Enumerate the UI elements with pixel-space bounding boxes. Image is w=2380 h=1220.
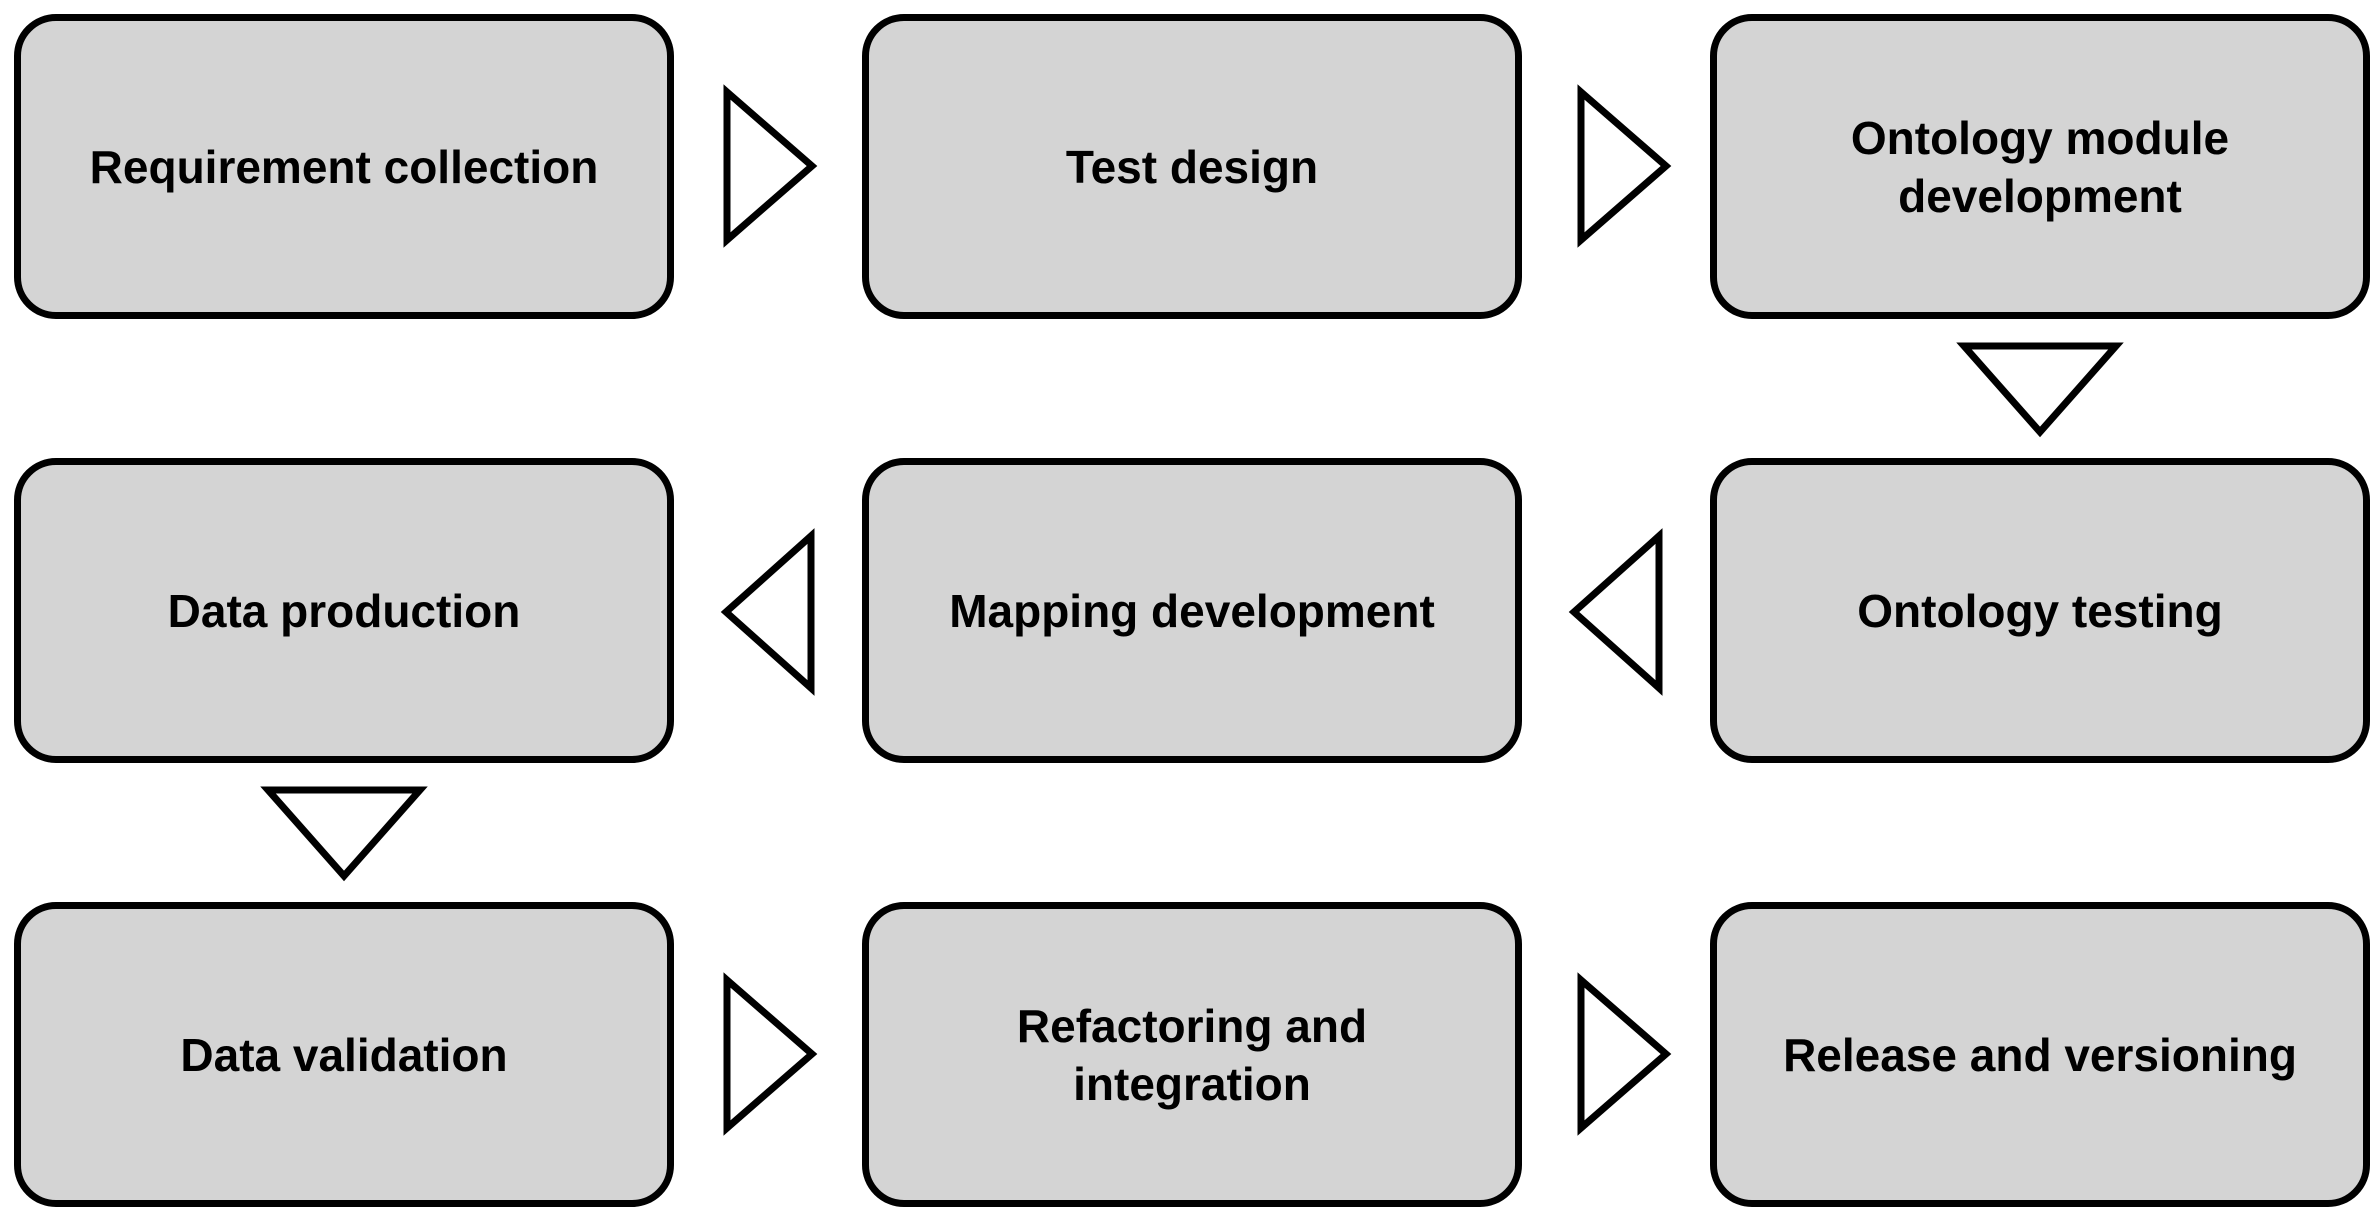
step-mapping-development: Mapping development (862, 458, 1522, 763)
arrow-right-icon (1577, 972, 1672, 1136)
arrow-right-icon (1577, 84, 1672, 248)
arrow-down-icon (1956, 342, 2124, 438)
step-test-design: Test design (862, 14, 1522, 319)
arrow-left-icon (720, 528, 815, 696)
step-label: Data validation (180, 1028, 508, 1081)
step-label: Data production (167, 584, 521, 637)
step-label: Requirement collection (89, 140, 599, 193)
arrow-right-icon (723, 84, 818, 248)
step-label: Ontology module development (1850, 111, 2230, 222)
step-label: Ontology testing (1857, 584, 2223, 637)
arrow-right-icon (723, 972, 818, 1136)
step-label: Mapping development (949, 584, 1435, 637)
arrow-down-icon (260, 786, 428, 882)
step-ontology-module-development: Ontology module development (1710, 14, 2370, 319)
arrow-left-icon (1568, 528, 1663, 696)
step-data-validation: Data validation (14, 902, 674, 1207)
step-ontology-testing: Ontology testing (1710, 458, 2370, 763)
step-label: Test design (1065, 140, 1319, 193)
step-refactoring-and-integration: Refactoring and integration (862, 902, 1522, 1207)
step-requirement-collection: Requirement collection (14, 14, 674, 319)
step-release-and-versioning: Release and versioning (1710, 902, 2370, 1207)
step-data-production: Data production (14, 458, 674, 763)
step-label: Refactoring and integration (1016, 999, 1368, 1110)
step-label: Release and versioning (1783, 1028, 2297, 1081)
